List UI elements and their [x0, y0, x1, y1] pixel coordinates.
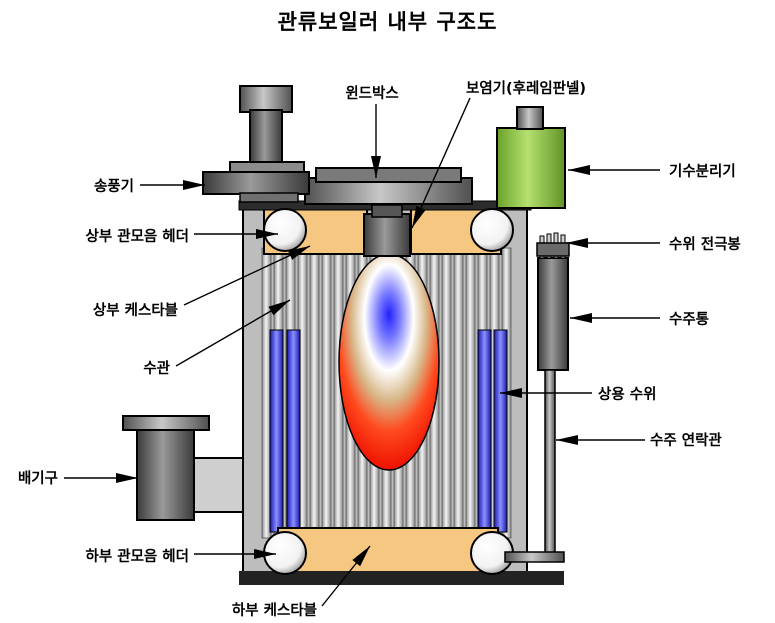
- water-tube: [453, 247, 464, 539]
- leader-separator: [568, 165, 660, 175]
- lower-header: [263, 531, 514, 575]
- blower: [202, 85, 310, 203]
- level-electrodes: [536, 232, 570, 259]
- leader-windbox: [371, 104, 381, 178]
- label-upper-castable: 상부 케스타블: [93, 302, 178, 319]
- label-exhaust: 배기구: [18, 470, 58, 487]
- water-tube: [309, 247, 320, 539]
- label-lower-castable: 하부 케스타블: [232, 602, 317, 619]
- windbox: [304, 167, 473, 205]
- diagram-title: 관류보일러 내부 구조도: [277, 10, 498, 34]
- water-filled-tube: [286, 329, 301, 533]
- leader-water-tube: [175, 299, 291, 367]
- leader-column-pipe: [556, 435, 645, 445]
- label-level-electrode: 수위 전극봉: [669, 236, 741, 253]
- label-normal-level: 상용 수위: [598, 386, 656, 403]
- label-upper-header: 상부 관모음 헤더: [86, 228, 189, 245]
- leader-upper-header: [194, 229, 278, 239]
- leader-exhaust: [64, 473, 138, 483]
- leader-burner: [411, 97, 471, 229]
- water-filled-tube: [477, 329, 492, 533]
- label-water-tube: 수관: [143, 360, 170, 377]
- leader-lower-castable: [321, 545, 371, 607]
- lower-castable: [277, 527, 499, 575]
- burner: [363, 204, 411, 257]
- leader-lower-header: [194, 549, 276, 559]
- column-connecting-pipe: [504, 369, 565, 563]
- water-level-tubes: [269, 329, 508, 533]
- leader-lines: [64, 97, 660, 607]
- water-tube: [441, 247, 452, 539]
- steam-separator: [496, 106, 566, 209]
- label-lower-header: 하부 관모음 헤더: [86, 548, 189, 565]
- label-windbox: 윈드박스: [345, 85, 398, 102]
- water-filled-tube: [269, 329, 284, 533]
- water-tube: [321, 247, 332, 539]
- water-filled-tube: [493, 329, 508, 533]
- leader-level-electrode: [566, 238, 660, 248]
- flame: [338, 253, 440, 471]
- leader-water-column: [570, 313, 660, 323]
- label-separator: 기수분리기: [669, 163, 736, 180]
- water-column: [504, 232, 570, 563]
- leader-blower: [140, 180, 205, 190]
- label-blower: 송풍기: [94, 178, 134, 195]
- leader-normal-level: [500, 388, 592, 398]
- upper-header: [263, 208, 514, 252]
- label-column-pipe: 수주 연락관: [650, 431, 722, 449]
- base-plate: [239, 571, 564, 585]
- leader-upper-castable: [183, 245, 311, 306]
- label-water-column: 수주통: [669, 311, 709, 328]
- water-tube: [465, 247, 476, 539]
- label-burner: 보염기(후레임판넬): [466, 80, 586, 97]
